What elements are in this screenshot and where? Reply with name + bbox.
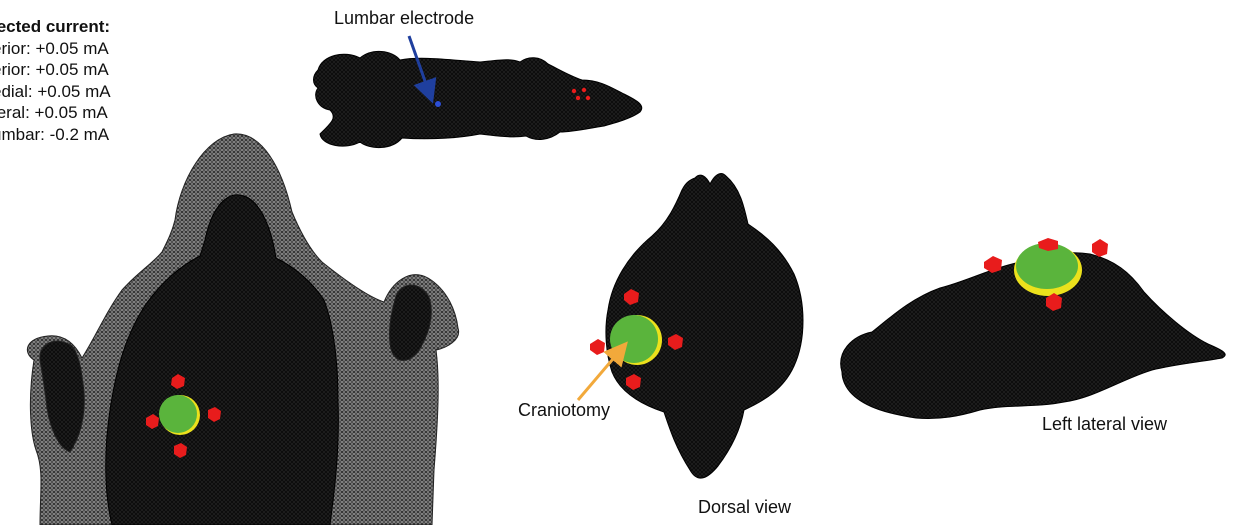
legend-entry: edial: +0.05 mA (0, 81, 111, 103)
head-closeup-view (27, 134, 458, 525)
dorsal-view-label: Dorsal view (698, 497, 791, 518)
legend-entry: umbar: -0.2 mA (0, 124, 111, 146)
mouse-body-top-view (314, 36, 642, 148)
lumbar-electrode-label: Lumbar electrode (334, 8, 474, 29)
brain-dorsal-view (578, 174, 803, 479)
left-lateral-view-label: Left lateral view (1042, 414, 1167, 435)
lumbar-electrode-dot (435, 101, 441, 107)
legend-entry: erior: +0.05 mA (0, 59, 111, 81)
brain-lateral-view (841, 238, 1225, 419)
legend-entry: teral: +0.05 mA (0, 102, 111, 124)
mouse-body-mesh (314, 51, 642, 147)
legend-heading: jected current: (0, 16, 111, 38)
legend-entry: erior: +0.05 mA (0, 38, 111, 60)
injected-current-legend: jected current: erior: +0.05 mA erior: +… (0, 16, 111, 146)
craniotomy-label: Craniotomy (518, 400, 610, 421)
